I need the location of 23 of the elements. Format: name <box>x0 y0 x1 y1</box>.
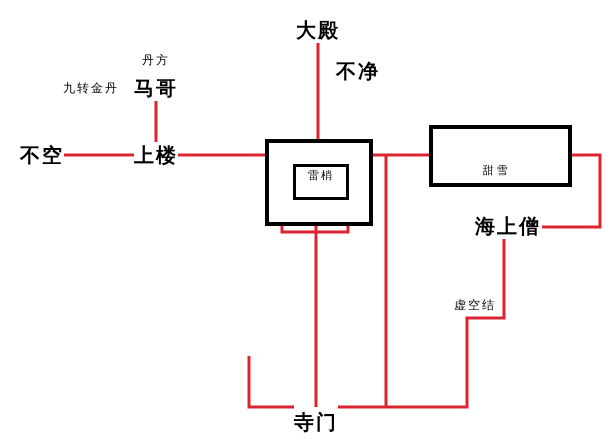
place-label: 海上僧 <box>474 213 542 239</box>
item-label: 九转金丹 <box>63 82 119 94</box>
place-label: 上楼 <box>134 142 178 168</box>
item-label: 丹方 <box>142 54 170 66</box>
connector-line <box>338 239 506 408</box>
edge-label: 虚空结 <box>454 299 496 311</box>
place-label: 大殿 <box>296 17 340 43</box>
room-label: 甜雪 <box>482 165 510 176</box>
room-frame <box>265 139 373 226</box>
connector-line <box>316 43 320 139</box>
place-label: 不空 <box>20 142 64 168</box>
connector-line <box>248 356 294 408</box>
room-label: 雷梢 <box>308 170 334 181</box>
connector-line <box>542 154 602 228</box>
connector-line <box>64 154 134 156</box>
room-frame <box>429 125 572 187</box>
edge-label: 不净 <box>336 61 380 81</box>
place-label: 寺门 <box>294 407 338 434</box>
room-frame <box>293 164 349 200</box>
connector-line <box>280 224 350 408</box>
place-label: 马哥 <box>134 75 178 101</box>
connector-line <box>154 101 158 142</box>
connector-line <box>178 154 265 156</box>
